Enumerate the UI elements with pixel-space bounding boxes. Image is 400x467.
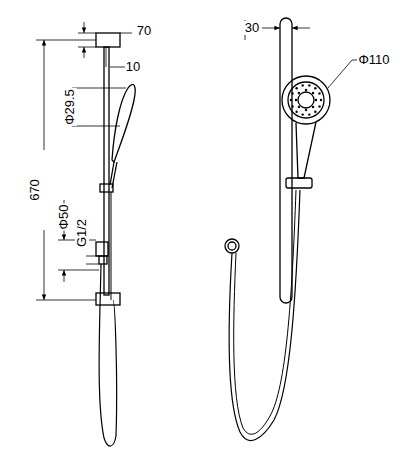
- nozzle: [298, 106, 300, 108]
- nozzle: [308, 84, 310, 86]
- nozzle: [291, 105, 293, 107]
- dimension-label: 10: [125, 60, 141, 74]
- dimension-label: Φ29.5: [63, 88, 77, 126]
- nozzle: [301, 84, 303, 86]
- wall-outlet: [225, 239, 239, 253]
- dimension-label: 70: [136, 24, 152, 38]
- spray-nozzles: [290, 84, 322, 116]
- nozzle: [295, 111, 297, 113]
- nozzle: [314, 87, 316, 89]
- nozzle: [312, 92, 314, 94]
- rail: [280, 18, 292, 303]
- nozzle: [320, 99, 322, 101]
- slider: [100, 184, 113, 192]
- nozzle: [305, 109, 307, 111]
- dimension-label: G1/2: [75, 218, 89, 248]
- nozzle: [312, 106, 314, 108]
- slider: [286, 178, 312, 188]
- nozzle: [295, 87, 297, 89]
- hose: [229, 190, 300, 441]
- hand-shower: [112, 84, 135, 162]
- nozzle: [318, 105, 320, 107]
- front-view: [225, 18, 360, 441]
- nozzle: [298, 92, 300, 94]
- handle: [296, 122, 316, 178]
- nozzle: [290, 99, 292, 101]
- shower-head: [282, 76, 330, 124]
- nozzle: [305, 89, 307, 91]
- nozzle: [295, 99, 297, 101]
- dimension-label: 670: [28, 178, 42, 202]
- nozzle: [318, 92, 320, 94]
- side-view: [36, 22, 135, 446]
- nozzle: [314, 111, 316, 113]
- nozzle: [315, 99, 317, 101]
- nozzle: [301, 113, 303, 115]
- top-bracket: [96, 33, 120, 47]
- hose: [99, 264, 117, 446]
- nozzle: [291, 92, 293, 94]
- dimension-label: 30: [244, 21, 260, 35]
- dimension-label: Φ50: [57, 204, 71, 231]
- nozzle: [308, 113, 310, 115]
- wall-outlet: [96, 242, 108, 256]
- dimension-label: Φ110: [357, 53, 390, 67]
